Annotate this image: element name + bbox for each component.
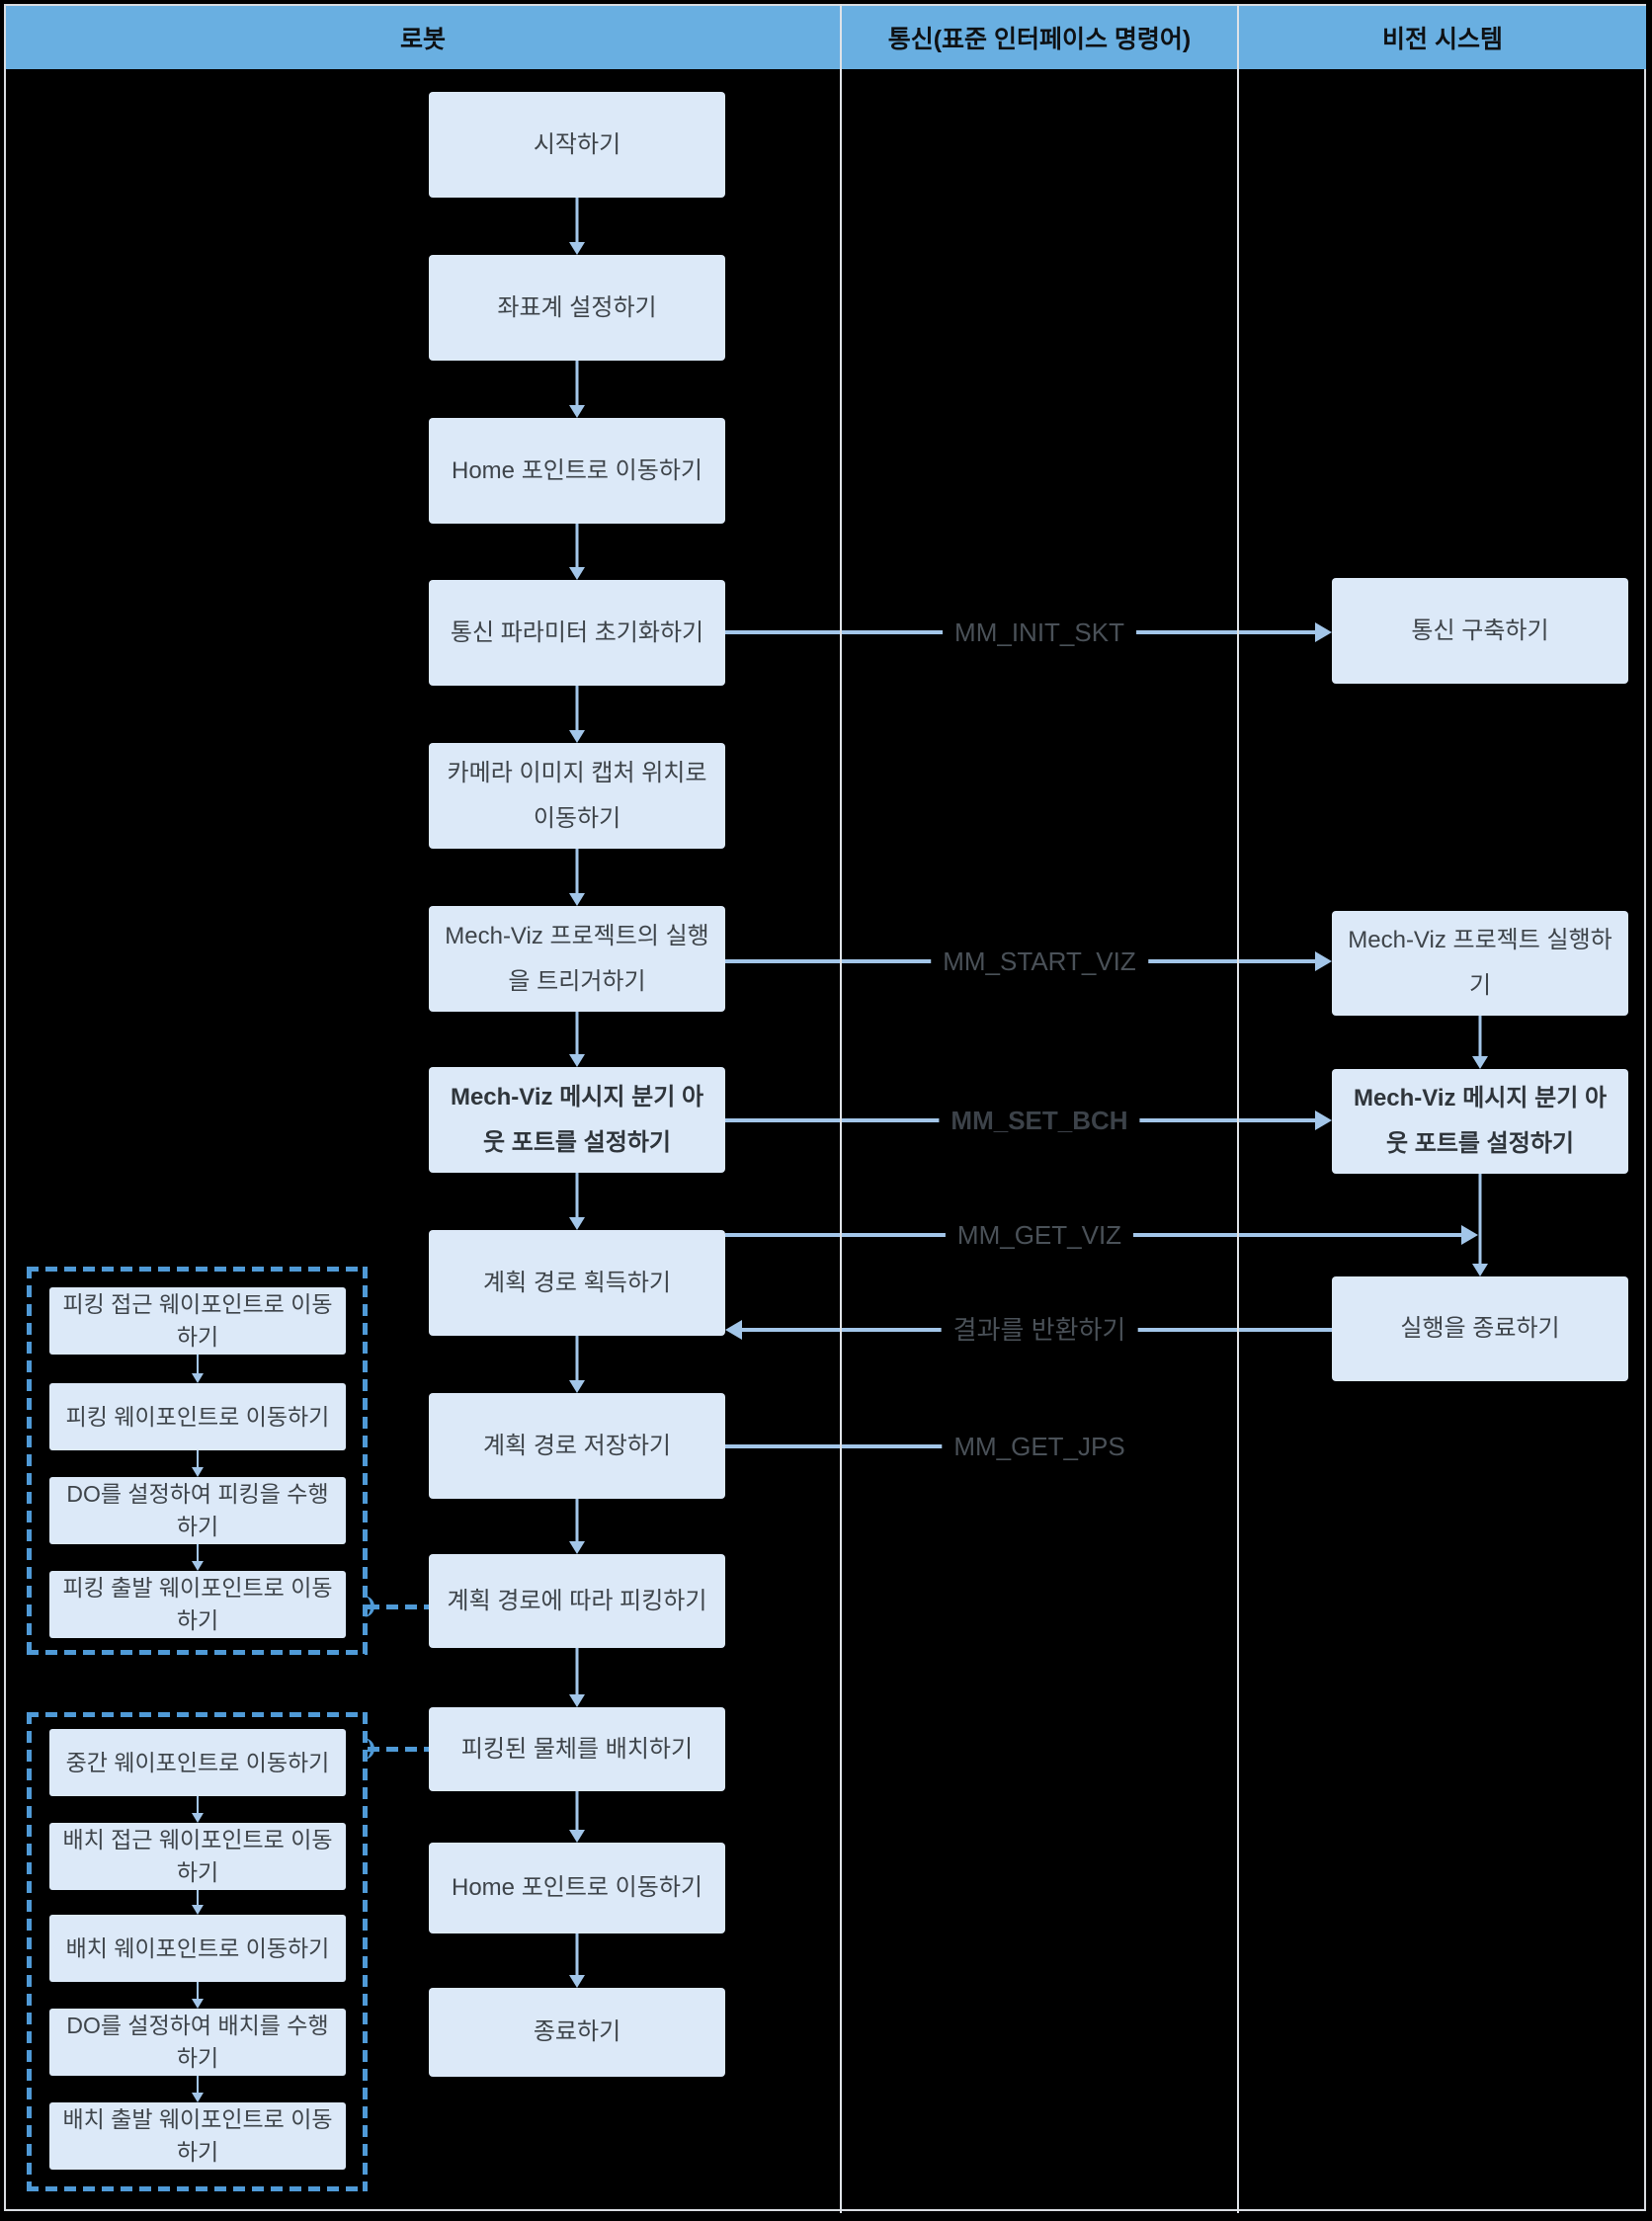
robot-step-12: Home 포인트로 이동하기	[429, 1843, 725, 1933]
placing-group-frame-top	[27, 1712, 368, 1717]
flow-arrow-placing-3	[189, 1982, 206, 2009]
picking-group-frame-left	[27, 1267, 32, 1655]
robot-step-5: 카메라 이미지 캡처 위치로 이동하기	[429, 743, 725, 849]
header-robot: 로봇	[6, 6, 840, 69]
flow-arrow-vision-2	[1471, 1174, 1489, 1276]
robot-step-4: 통신 파라미터 초기화하기	[429, 580, 725, 686]
header-communication: 통신(표준 인터페이스 명령어)	[842, 6, 1237, 69]
message-mm-init-skt-arrowhead	[1315, 622, 1332, 642]
picking-group-frame-top	[27, 1267, 368, 1272]
picking-group-frame-bottom	[27, 1650, 368, 1655]
flow-arrow-robot-9	[568, 1499, 586, 1554]
message-return-result-label: 결과를 반환하기	[941, 1313, 1138, 1347]
picking-step-1: 피킹 접근 웨이포인트로 이동하기	[49, 1287, 346, 1355]
placing-group-connector	[368, 1747, 429, 1752]
flow-arrow-robot-2	[568, 361, 586, 418]
message-mm-set-bch-arrowhead	[1315, 1110, 1332, 1130]
flow-arrow-robot-4	[568, 686, 586, 743]
placing-step-4: DO를 설정하여 배치를 수행하기	[49, 2009, 346, 2076]
flow-arrow-picking-3	[189, 1544, 206, 1571]
flow-arrow-robot-3	[568, 524, 586, 580]
placing-step-1: 중간 웨이포인트로 이동하기	[49, 1729, 346, 1796]
table-border	[4, 4, 1646, 2211]
message-mm-get-viz-label: MM_GET_VIZ	[945, 1218, 1134, 1252]
placing-group-frame-right	[363, 1712, 368, 2191]
picking-group-connector	[368, 1604, 429, 1609]
message-mm-start-viz-arrowhead	[1315, 951, 1332, 971]
picking-connector-hop	[362, 1596, 374, 1617]
vision-step-1: 통신 구축하기	[1332, 578, 1628, 684]
robot-step-9: 계획 경로 저장하기	[429, 1393, 725, 1499]
robot-step-2: 좌표계 설정하기	[429, 255, 725, 361]
flow-arrow-robot-1	[568, 198, 586, 255]
picking-step-2: 피킹 웨이포인트로 이동하기	[49, 1383, 346, 1450]
robot-step-13: 종료하기	[429, 1988, 725, 2077]
placing-group-frame-bottom	[27, 2186, 368, 2191]
robot-step-8: 계획 경로 획득하기	[429, 1230, 725, 1336]
placing-group-frame-left	[27, 1712, 32, 2191]
message-mm-get-jps-line	[725, 1444, 1132, 1448]
message-mm-init-skt-label: MM_INIT_SKT	[943, 616, 1136, 649]
flow-arrow-robot-7	[568, 1173, 586, 1230]
placing-connector-hop	[362, 1738, 374, 1760]
robot-step-10: 계획 경로에 따라 피킹하기	[429, 1554, 725, 1648]
flow-arrow-placing-1	[189, 1796, 206, 1823]
column-divider-1	[840, 4, 842, 2213]
picking-group-frame-right	[363, 1267, 368, 1655]
robot-step-3: Home 포인트로 이동하기	[429, 418, 725, 524]
placing-step-2: 배치 접근 웨이포인트로 이동하기	[49, 1823, 346, 1890]
flow-arrow-picking-1	[189, 1355, 206, 1383]
picking-step-4: 피킹 출발 웨이포인트로 이동하기	[49, 1571, 346, 1638]
robot-step-11: 피킹된 물체를 배치하기	[429, 1707, 725, 1791]
header-vision: 비전 시스템	[1239, 6, 1646, 69]
flow-arrow-robot-5	[568, 849, 586, 906]
flow-arrow-placing-4	[189, 2076, 206, 2102]
vision-step-4: 실행을 종료하기	[1332, 1276, 1628, 1381]
message-mm-get-viz-arrowhead	[1461, 1225, 1478, 1245]
vision-step-3: Mech-Viz 메시지 분기 아웃 포트를 설정하기	[1332, 1069, 1628, 1174]
flow-arrow-vision-1	[1471, 1016, 1489, 1069]
message-mm-set-bch-label: MM_SET_BCH	[939, 1104, 1140, 1137]
flow-arrow-placing-2	[189, 1890, 206, 1915]
robot-step-7: Mech-Viz 메시지 분기 아웃 포트를 설정하기	[429, 1067, 725, 1173]
column-divider-2	[1237, 4, 1239, 2213]
flow-arrow-robot-11	[568, 1791, 586, 1843]
flow-arrow-robot-10	[568, 1648, 586, 1707]
flow-arrow-robot-6	[568, 1012, 586, 1067]
picking-step-3: DO를 설정하여 피킹을 수행하기	[49, 1477, 346, 1544]
robot-step-6: Mech-Viz 프로젝트의 실행을 트리거하기	[429, 906, 725, 1012]
robot-step-1: 시작하기	[429, 92, 725, 198]
placing-step-3: 배치 웨이포인트로 이동하기	[49, 1915, 346, 1982]
message-return-result-arrowhead	[725, 1320, 742, 1340]
flow-arrow-picking-2	[189, 1450, 206, 1477]
vision-step-2: Mech-Viz 프로젝트 실행하기	[1332, 911, 1628, 1016]
message-mm-start-viz-label: MM_START_VIZ	[931, 945, 1148, 978]
placing-step-5: 배치 출발 웨이포인트로 이동하기	[49, 2102, 346, 2170]
message-mm-get-jps-label: MM_GET_JPS	[942, 1430, 1137, 1463]
flow-arrow-robot-8	[568, 1336, 586, 1393]
flow-arrow-robot-12	[568, 1933, 586, 1988]
